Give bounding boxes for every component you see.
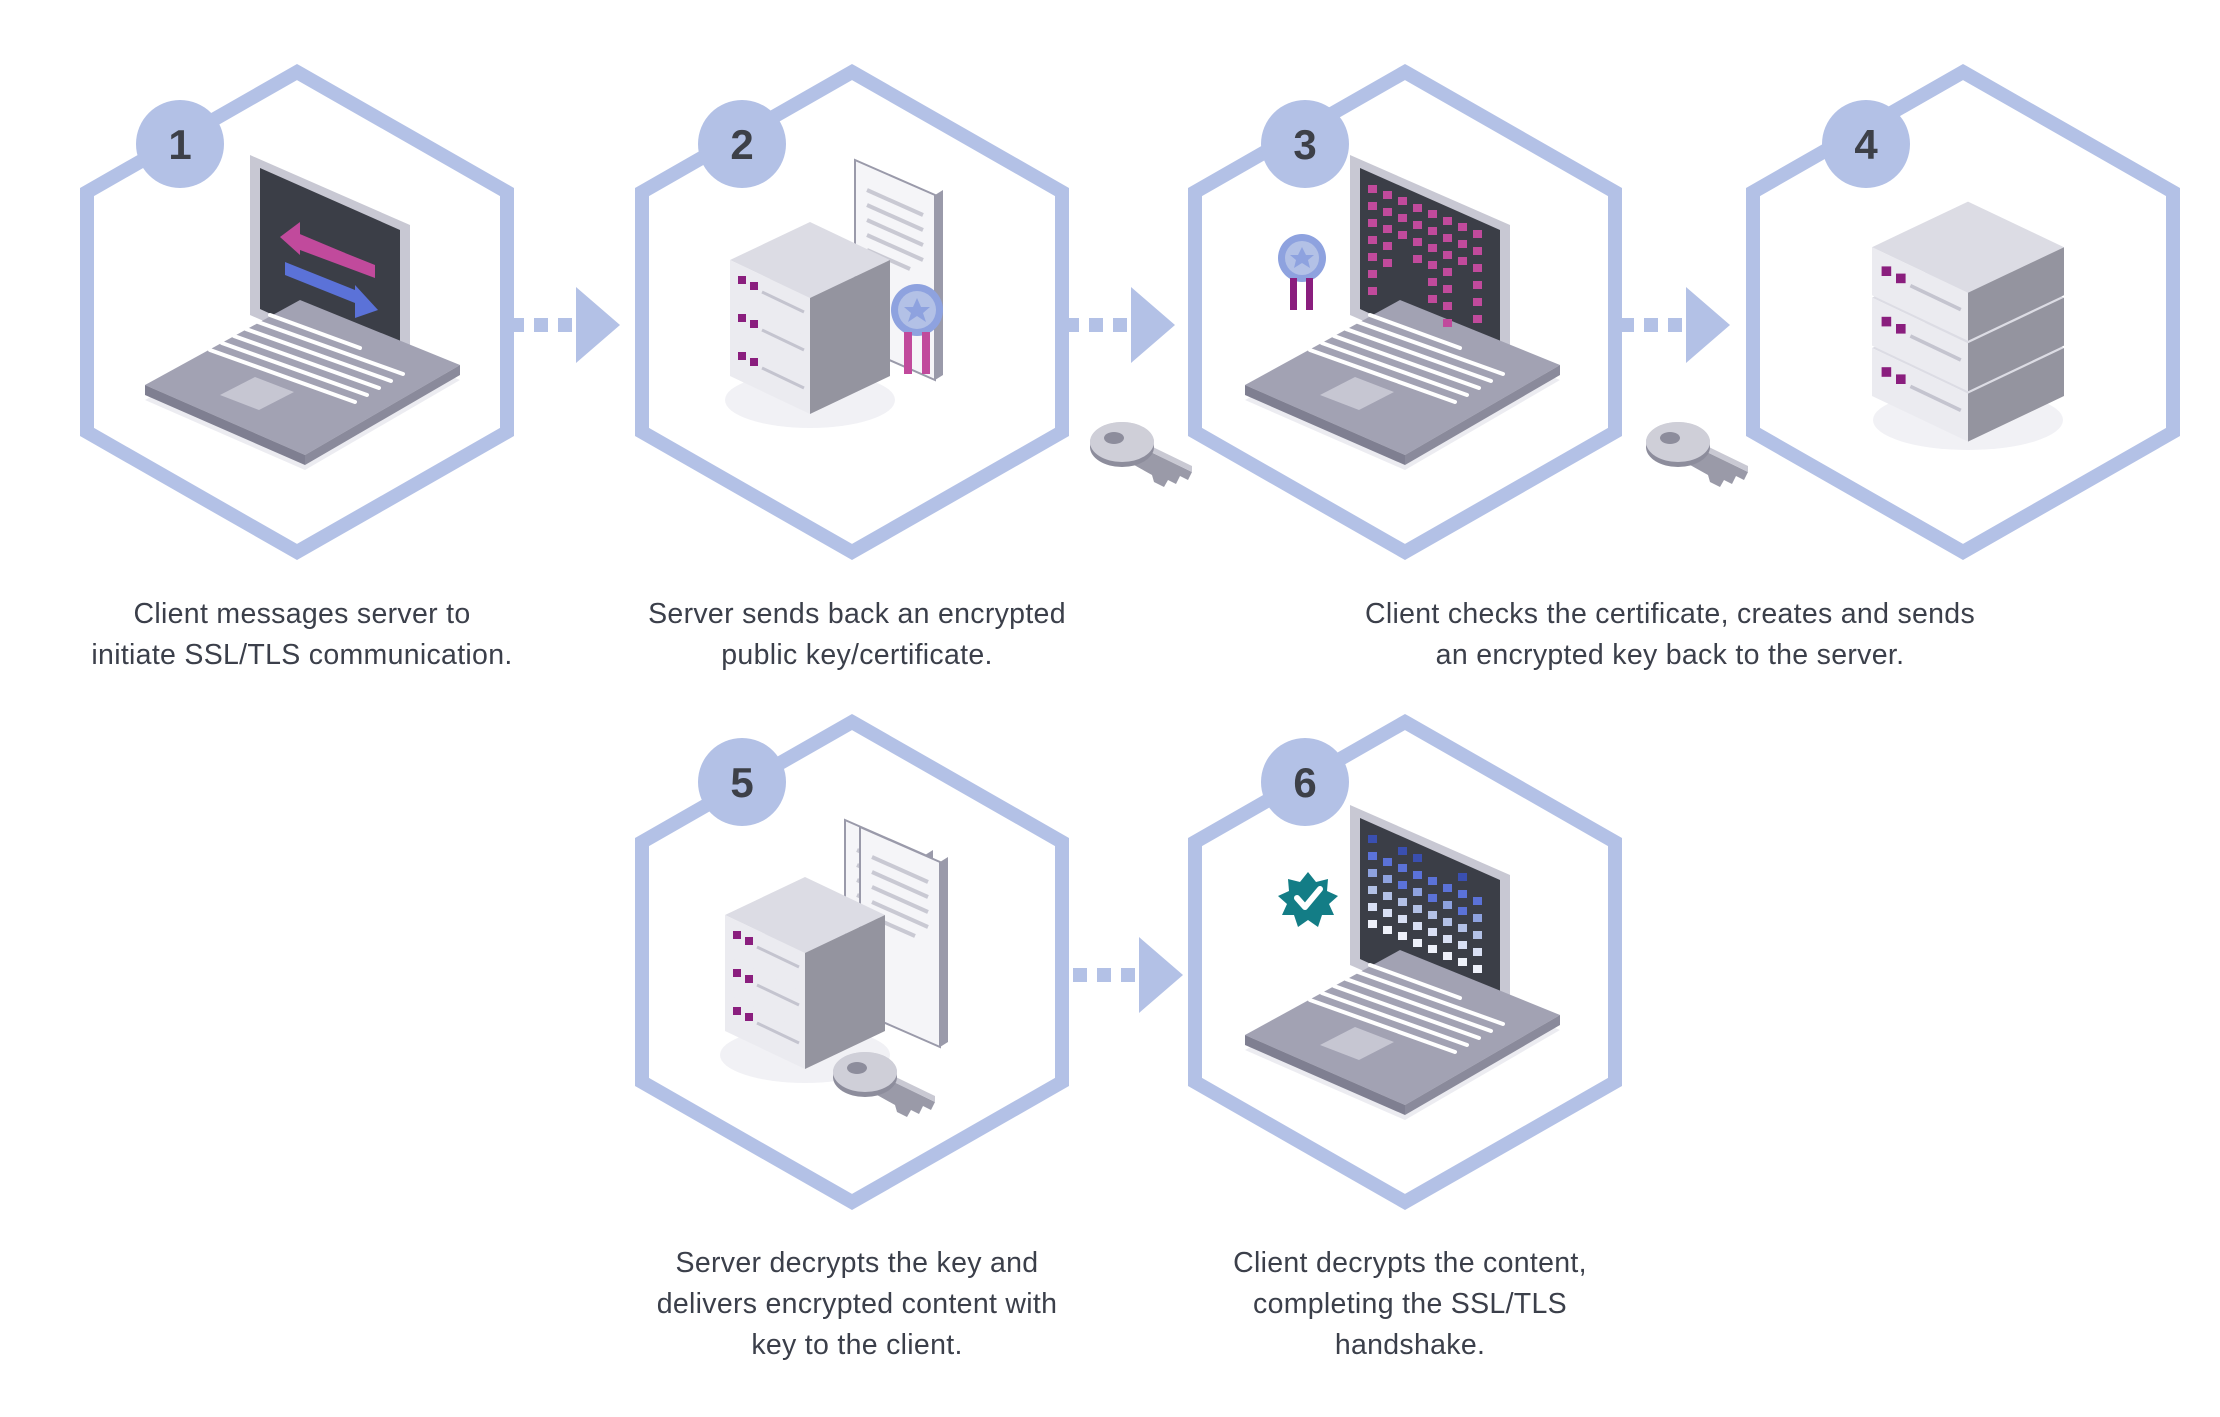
caption-line: Client checks the certificate, creates a… — [1364, 598, 1976, 630]
svg-text:1: 1 — [168, 121, 191, 168]
svg-text:3: 3 — [1293, 121, 1316, 168]
caption-line: public key/certificate. — [721, 639, 993, 671]
caption-line: Client messages server to — [133, 598, 471, 630]
caption-line: delivers encrypted content with — [656, 1288, 1058, 1320]
caption-line: Server decrypts the key and — [675, 1247, 1039, 1279]
caption-line: Server sends back an encrypted — [648, 598, 1066, 630]
laptop-with-verified-badge-icon — [1243, 805, 1562, 1122]
caption-line: an encrypted key back to the server. — [1435, 639, 1905, 671]
arrow-right-icon — [1620, 287, 1730, 363]
svg-text:5: 5 — [730, 759, 753, 806]
svg-text:2: 2 — [730, 121, 753, 168]
step-5-number-badge: 5 — [698, 738, 786, 826]
server-with-documents-and-key-icon — [720, 818, 950, 1117]
caption-line: initiate SSL/TLS communication. — [91, 639, 513, 671]
step-2-number-badge: 2 — [698, 100, 786, 188]
arrow-right-icon — [510, 287, 620, 363]
step-3-number-badge: 3 — [1261, 100, 1349, 188]
caption-line: completing the SSL/TLS — [1253, 1288, 1567, 1320]
key-icon — [1646, 422, 1748, 487]
step-1-number-badge: 1 — [136, 100, 224, 188]
step-6-number-badge: 6 — [1261, 738, 1349, 826]
laptop-encrypted-screen-with-badge-icon — [1243, 155, 1562, 472]
step-4-number-badge: 4 — [1822, 100, 1910, 188]
caption-line: handshake. — [1334, 1329, 1486, 1361]
arrow-right-icon — [1065, 287, 1175, 363]
svg-text:4: 4 — [1854, 121, 1878, 168]
step-3-4-caption: Client checks the certificate, creates a… — [1310, 594, 2030, 676]
svg-text:6: 6 — [1293, 759, 1316, 806]
arrow-right-icon — [1073, 937, 1183, 1013]
server-stack-icon — [1870, 199, 2066, 450]
caption-line: Client decrypts the content, — [1233, 1247, 1587, 1279]
laptop-with-exchange-arrows-icon — [143, 155, 462, 472]
step-5-caption: Server decrypts the key and delivers enc… — [597, 1243, 1117, 1366]
key-icon — [1090, 422, 1192, 487]
step-1-caption: Client messages server to initiate SSL/T… — [47, 594, 557, 676]
step-2-caption: Server sends back an encrypted public ke… — [597, 594, 1117, 676]
step-6-caption: Client decrypts the content, completing … — [1165, 1243, 1655, 1366]
server-with-certificate-icon — [725, 158, 945, 428]
caption-line: key to the client. — [751, 1329, 963, 1361]
